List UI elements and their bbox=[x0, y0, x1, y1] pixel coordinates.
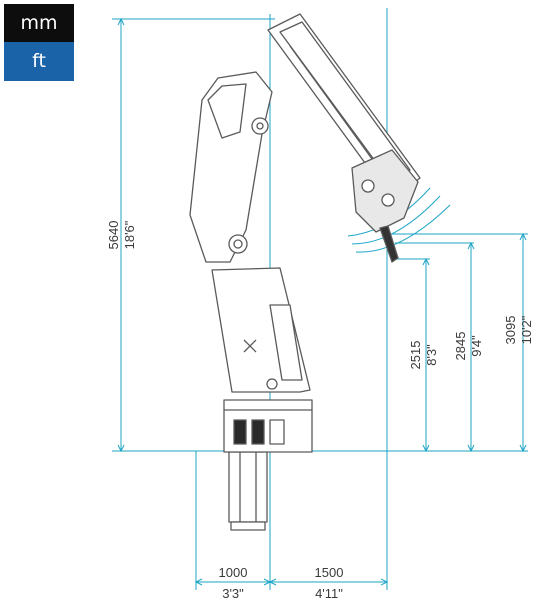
unit-ft-button[interactable]: ft bbox=[4, 42, 74, 81]
overall-height-ft: 18'6" bbox=[122, 220, 137, 249]
overall-height-mm: 5640 bbox=[106, 221, 121, 250]
unit-mm-button[interactable]: mm bbox=[4, 4, 74, 42]
width-right-mm: 1500 bbox=[315, 565, 344, 580]
tip-height-2-mm: 2845 bbox=[453, 332, 468, 361]
tip-height-2-ft: 9'4" bbox=[469, 335, 484, 357]
width-left-label: 1000 3'3" bbox=[219, 565, 248, 601]
tip-height-1-label: 2515 8'3" bbox=[408, 341, 439, 370]
unit-toggle: mm ft bbox=[4, 4, 74, 81]
overall-height-label: 5640 18'6" bbox=[106, 220, 137, 249]
dimension-lines bbox=[112, 8, 528, 590]
tip-height-1-ft: 8'3" bbox=[424, 344, 439, 366]
width-right-ft: 4'11" bbox=[315, 586, 343, 601]
tip-height-3-ft: 10'2" bbox=[519, 315, 534, 344]
tip-height-3-label: 3095 10'2" bbox=[503, 315, 534, 344]
width-right-label: 1500 4'11" bbox=[315, 565, 344, 601]
tip-height-3-mm: 3095 bbox=[503, 316, 518, 345]
width-left-mm: 1000 bbox=[219, 565, 248, 580]
tip-height-1-mm: 2515 bbox=[408, 341, 423, 370]
width-left-ft: 3'3" bbox=[222, 586, 244, 601]
crane-drawing bbox=[189, 13, 421, 531]
tip-height-2-label: 2845 9'4" bbox=[453, 332, 484, 361]
